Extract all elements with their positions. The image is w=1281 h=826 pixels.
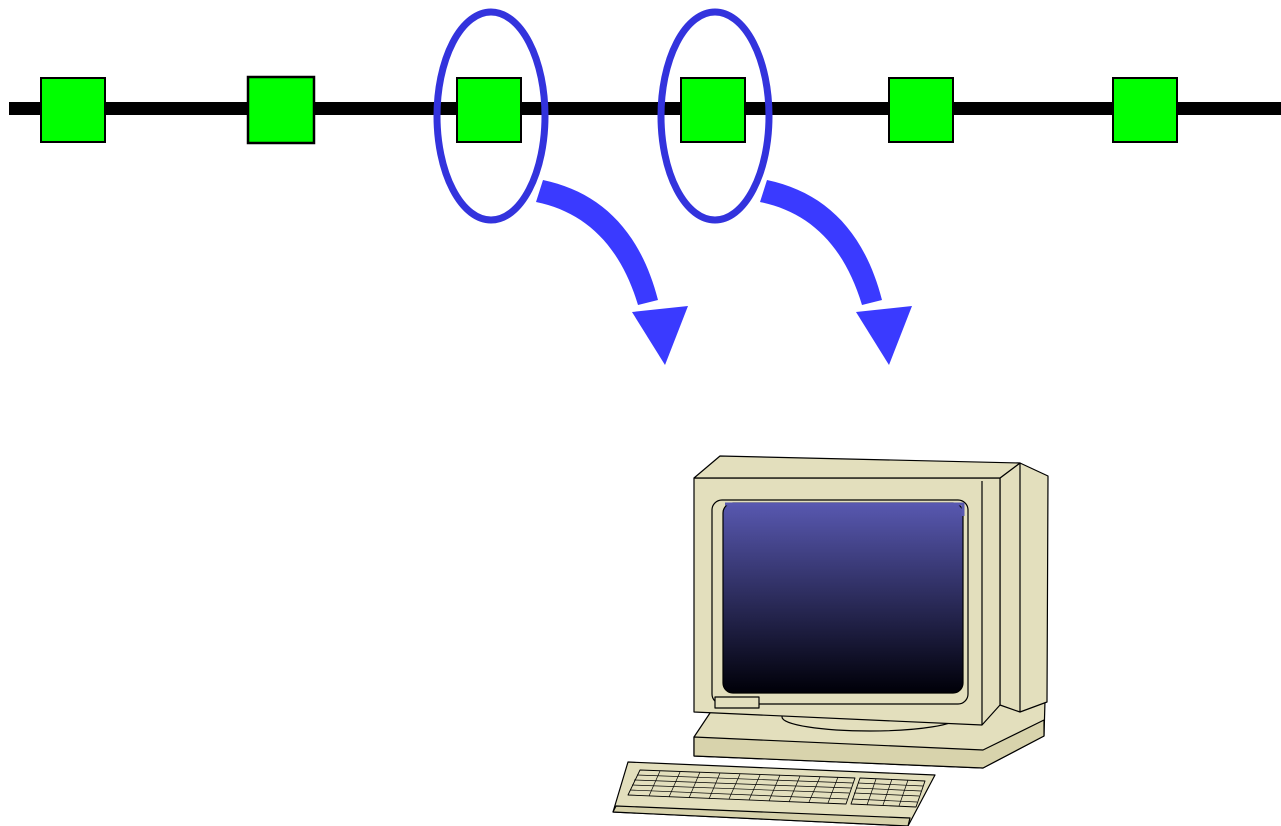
- network-node: [680, 77, 746, 143]
- network-bus-line: [9, 102, 1281, 115]
- bus-nodes: [40, 75, 1178, 145]
- network-node: [1112, 77, 1178, 143]
- network-node: [888, 77, 954, 143]
- network-node: [246, 75, 316, 145]
- desktop-computer-icon: [612, 455, 1049, 826]
- curved-arrow-icon: [760, 180, 912, 365]
- highlight-ellipse: [657, 8, 773, 224]
- monitor-back: [999, 462, 1049, 713]
- network-node: [40, 77, 106, 143]
- curved-arrow-icon: [536, 180, 688, 365]
- monitor-screen: [722, 502, 964, 694]
- network-node: [456, 77, 522, 143]
- highlight-ellipse: [433, 8, 549, 224]
